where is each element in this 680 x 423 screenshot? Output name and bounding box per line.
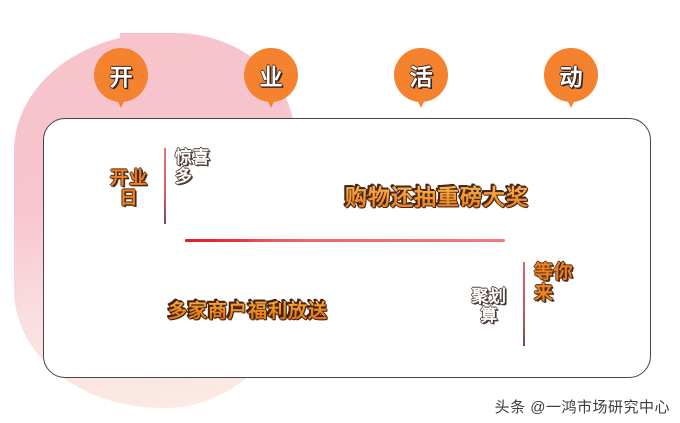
pin-bubble-icon [244,48,298,102]
pin-character-4: 动 [559,64,583,90]
pin-character-3: 活 [409,64,433,90]
opening-day-line-1: 开业 [110,168,148,188]
deal-line-2: 算 [480,306,498,326]
pin-bubble-icon [544,48,598,102]
pin-marker-2: 业 [244,48,298,108]
sub-headline: 多家商户福利放送 [168,296,328,323]
cta-line-1: 等你 [534,262,574,283]
surprise-line-2: 多 [175,167,193,187]
pin-bubble-icon [394,48,448,102]
red-divider-rule [185,239,505,242]
pin-marker-3: 活 [394,48,448,108]
white-content-card [43,118,651,378]
vertical-divider-right [523,262,525,346]
deal-label: 聚划 算 [466,287,512,325]
vertical-divider-left [164,148,166,224]
surprise-label: 惊喜 多 [175,148,219,186]
pin-bubble-icon [94,48,148,102]
deal-line-1: 聚划 [471,287,507,306]
main-headline: 购物还抽重磅大奖 [345,180,529,212]
pin-character-2: 业 [259,64,283,90]
surprise-line-1: 惊喜 [175,148,210,167]
cta-label: 等你 来 [534,262,580,305]
pin-character-1: 开 [109,64,133,90]
opening-day-label: 开业 日 [100,168,158,208]
cta-line-2: 来 [534,283,554,305]
pin-marker-4: 动 [544,48,598,108]
pin-marker-1: 开 [94,48,148,108]
opening-day-line-2: 日 [119,188,139,209]
watermark-credit: 头条 @一鸿市场研究中心 [494,399,670,416]
